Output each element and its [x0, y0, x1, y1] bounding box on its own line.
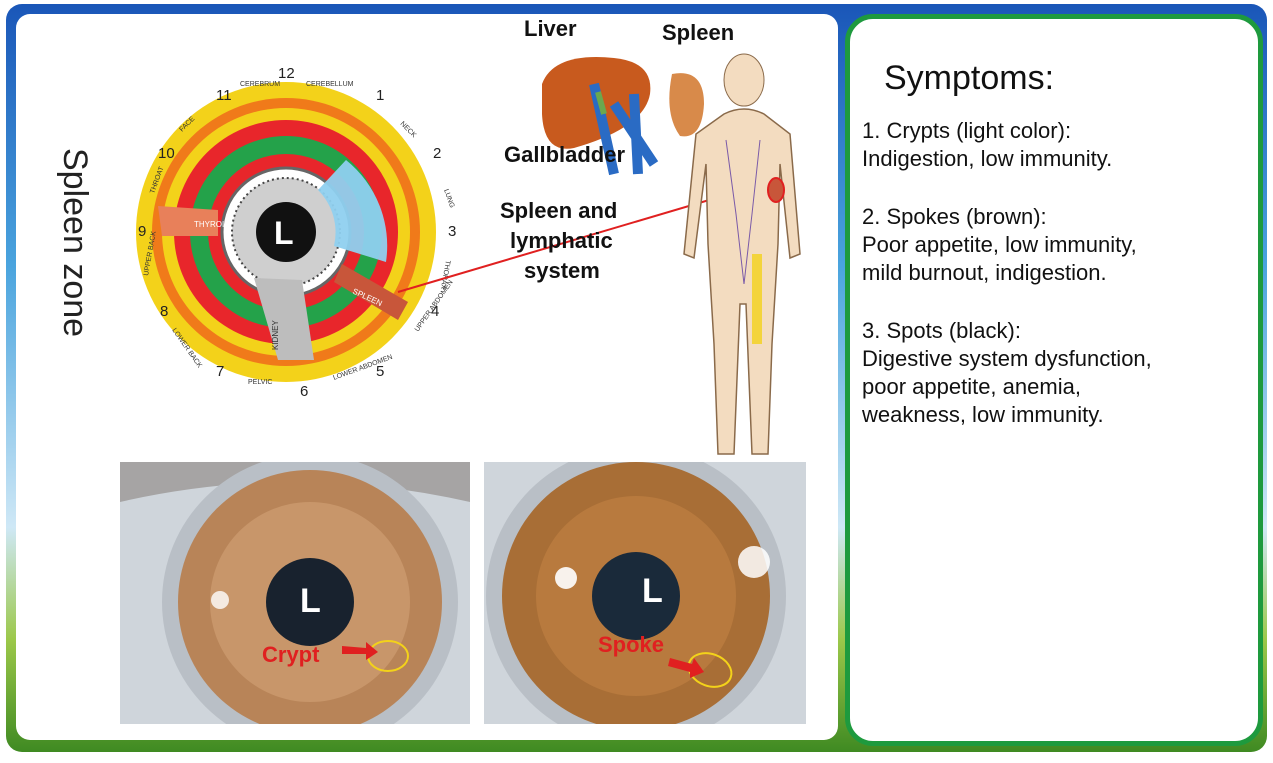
label-gallbladder: Gallbladder: [504, 142, 626, 167]
symptom-heading: 2. Spokes (brown):: [862, 204, 1047, 229]
symptom-item-spots: 3. Spots (black): Digestive system dysfu…: [862, 317, 1152, 429]
chart-label-thyroid: THYROID: [194, 220, 230, 229]
label-spleen: Spleen: [662, 20, 735, 45]
left-panel: Spleen zone THYROID KIDNEY SPLEEN L 12 1…: [16, 14, 838, 740]
iris-photo-crypt: L Crypt: [120, 462, 470, 724]
symptom-line: poor appetite, anemia,: [862, 374, 1081, 399]
iris-photo-spoke: L Spoke: [484, 462, 806, 724]
marker-spoke: Spoke: [598, 632, 665, 657]
label-liver: Liver: [524, 16, 577, 41]
hour-3: 3: [448, 223, 456, 240]
symptom-heading: 3. Spots (black):: [862, 318, 1021, 343]
zone-title-wrap: Spleen zone: [54, 148, 96, 378]
marker-crypt: Crypt: [262, 642, 320, 667]
symptom-item-crypts: 1. Crypts (light color): Indigestion, lo…: [862, 117, 1112, 173]
hour-6: 6: [300, 383, 308, 400]
photo-1-eye-label: L: [300, 582, 321, 620]
liver-spleen-graphic: [542, 57, 704, 176]
hour-11: 11: [216, 87, 232, 104]
region-cerebellum: CEREBELLUM: [306, 81, 354, 88]
symptom-line: mild burnout, indigestion.: [862, 260, 1107, 285]
symptoms-title: Symptoms:: [884, 59, 1055, 97]
symptoms-panel: Symptoms: 1. Crypts (light color): Indig…: [845, 14, 1263, 746]
hour-8: 8: [160, 303, 168, 320]
hour-10: 10: [158, 145, 175, 162]
hour-7: 7: [216, 363, 224, 380]
label-spleen-system-1: Spleen and: [500, 198, 618, 223]
iris-chart: THYROID KIDNEY SPLEEN L 12 1 2 3 4 5 6 7…: [136, 65, 456, 400]
region-cerebrum: CEREBRUM: [240, 81, 280, 88]
symptom-heading: 1. Crypts (light color):: [862, 118, 1072, 143]
symptom-line: Poor appetite, low immunity,: [862, 232, 1137, 257]
label-spleen-system-3: system: [524, 258, 600, 283]
photo-2-eye-label: L: [642, 572, 663, 610]
hour-12: 12: [278, 65, 295, 82]
symptom-line: Digestive system dysfunction,: [862, 346, 1152, 371]
symptom-item-spokes: 2. Spokes (brown): Poor appetite, low im…: [862, 203, 1137, 287]
body-figure: [683, 53, 801, 455]
zone-title: Spleen zone: [56, 148, 94, 338]
hour-4: 4: [431, 303, 439, 320]
region-pelvic: PELVIC: [248, 379, 272, 386]
hour-2: 2: [433, 145, 441, 162]
hour-9: 9: [138, 223, 146, 240]
symptom-line: weakness, low immunity.: [862, 402, 1104, 427]
symptom-line: Indigestion, low immunity.: [862, 146, 1113, 171]
hour-5: 5: [376, 363, 384, 380]
chart-center-label: L: [274, 215, 294, 251]
hour-1: 1: [376, 87, 384, 104]
label-spleen-system-2: lymphatic: [510, 228, 613, 253]
chart-label-kidney: KIDNEY: [271, 320, 280, 350]
